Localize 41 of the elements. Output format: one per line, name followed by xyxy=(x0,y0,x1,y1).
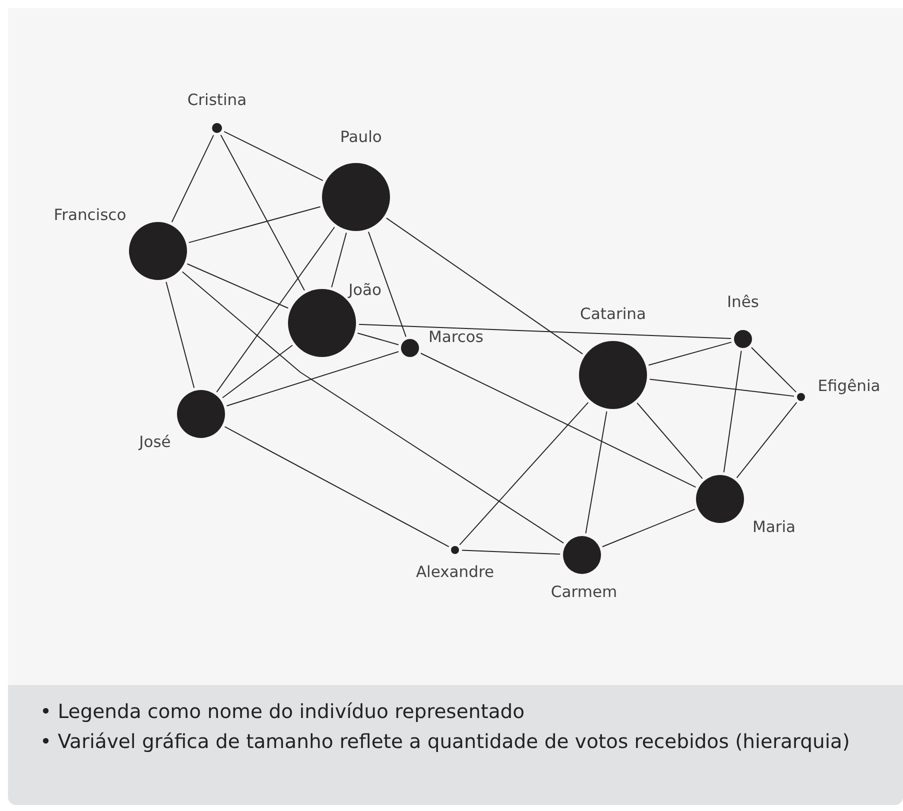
connector-line xyxy=(420,352,696,488)
connector-line xyxy=(182,271,564,544)
note-text: • Legenda como nome do indivíduo representado xyxy=(40,699,526,725)
person-name-label: Maria xyxy=(752,518,796,536)
connector-line xyxy=(368,231,406,338)
connector-line xyxy=(649,378,795,397)
connector-line xyxy=(331,232,347,288)
note-text: • Variável gráfica de tamanho reflete a quantidade de votos recebidos (hierarquia) xyxy=(40,729,851,755)
person-name-label: Francisco xyxy=(54,206,126,224)
person-name-label: Marcos xyxy=(428,328,484,346)
person-name-label: Inês xyxy=(726,293,759,311)
connector-line xyxy=(224,131,324,182)
person-name-label: José xyxy=(139,433,171,451)
connector-line xyxy=(220,134,305,291)
person-name-label: Catarina xyxy=(580,305,646,323)
connector-line xyxy=(224,426,450,548)
connector-line xyxy=(358,324,732,340)
connector-line xyxy=(750,346,797,393)
connector-line xyxy=(188,206,321,244)
connector-line xyxy=(186,263,289,309)
connector-line xyxy=(736,402,798,478)
person-name-label: Paulo xyxy=(340,128,382,146)
person-name-label: Carmem xyxy=(550,583,618,601)
person-name-label: Cristina xyxy=(187,91,247,109)
connector-line xyxy=(222,344,293,398)
connector-line xyxy=(166,281,195,388)
connector-line xyxy=(636,402,703,480)
connector-line xyxy=(723,350,742,473)
connector-line xyxy=(357,332,399,346)
connector-line xyxy=(216,226,335,393)
person-name-label: Alexandre xyxy=(416,563,494,581)
connector-line xyxy=(602,508,696,548)
connector-line xyxy=(459,402,589,546)
connector-line xyxy=(226,351,400,406)
connector-line xyxy=(648,342,732,366)
person-name-label: Efigênia xyxy=(818,377,880,395)
connector-line xyxy=(585,410,608,534)
connector-line xyxy=(462,550,561,555)
connector-line xyxy=(386,218,584,354)
person-name-label: João xyxy=(348,281,382,299)
connector-line xyxy=(171,134,214,223)
